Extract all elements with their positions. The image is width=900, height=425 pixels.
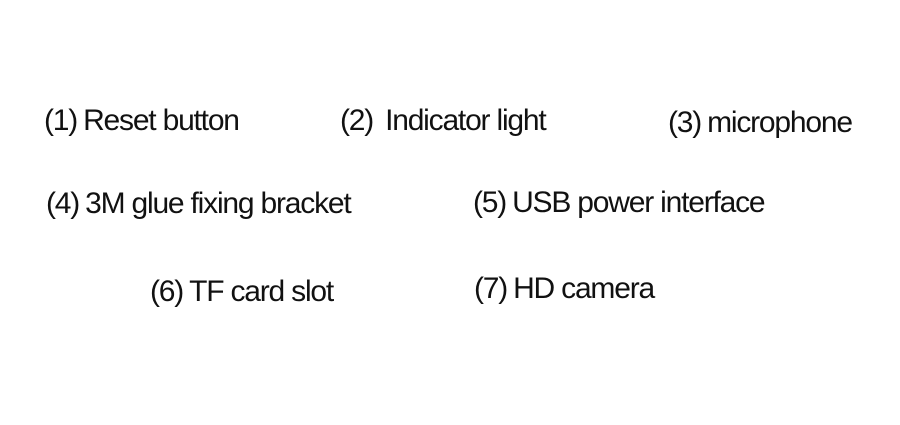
legend-item-usb-power-interface: (5)USB power interface [473, 185, 766, 221]
legend-item-number: (4) [46, 187, 80, 220]
legend-item-reset-button: (1)Reset button [44, 103, 240, 139]
legend-item-number: (1) [44, 104, 78, 137]
legend-item-label: USB power interface [512, 186, 766, 219]
legend-item-label: microphone [707, 106, 853, 139]
legend-item-number: (2) [340, 104, 374, 137]
legend-item-label: Reset button [83, 104, 240, 137]
legend-item-number: (5) [473, 186, 507, 219]
legend-item-hd-camera: (7)HD camera [474, 271, 655, 307]
legend-item-label: Indicator light [385, 104, 547, 137]
legend-item-microphone: (3)microphone [668, 105, 853, 141]
legend-item-number: (3) [668, 106, 702, 139]
legend-item-tf-card-slot: (6)TF card slot [150, 274, 334, 310]
legend-item-label: 3M glue fixing bracket [85, 187, 352, 220]
legend-item-number: (7) [474, 272, 508, 305]
legend-item-number: (6) [150, 275, 184, 308]
legend-item-label: TF card slot [189, 275, 334, 308]
legend-item-3m-glue-fixing-bracket: (4)3M glue fixing bracket [46, 186, 352, 222]
legend-item-label: HD camera [513, 272, 655, 305]
legend-item-indicator-light: (2) Indicator light [340, 103, 547, 139]
